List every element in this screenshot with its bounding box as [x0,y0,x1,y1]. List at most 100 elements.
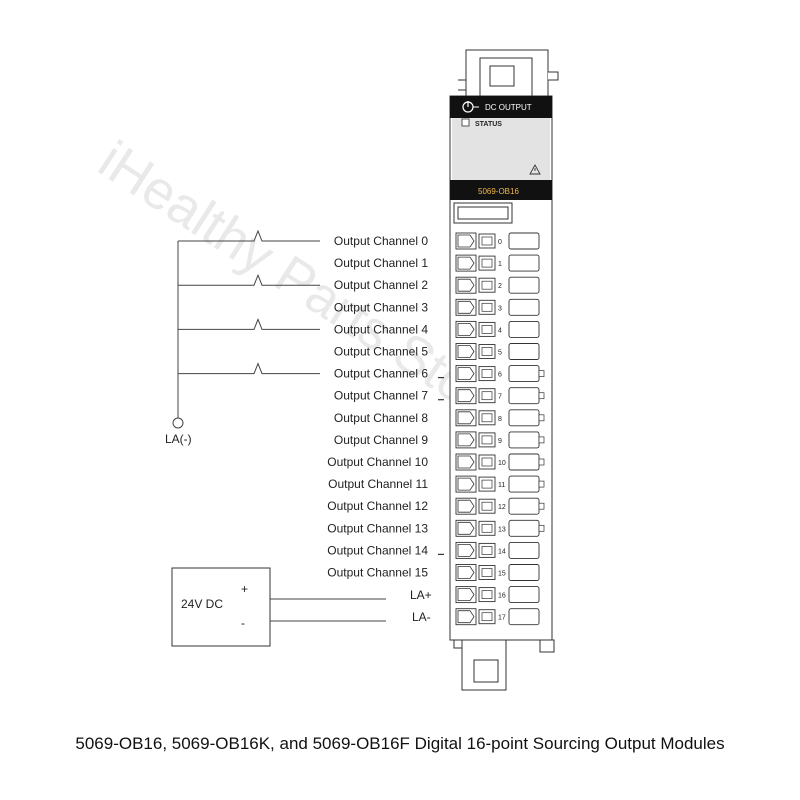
terminal-number: 15 [498,571,506,578]
channel-label: Output Channel 11 [328,477,428,491]
terminal-screw [478,277,496,293]
channel-label: Output Channel 14 [327,543,428,557]
channel-label: Output Channel 5 [334,345,428,359]
terminal-row: 2 [455,276,540,294]
status-panel [452,118,550,180]
terminal-number: 12 [498,504,506,511]
terminal-row: 10 [455,453,545,471]
terminal-screw [478,542,496,558]
status-label: STATUS [475,121,502,128]
channel-wiring [178,229,320,375]
power-icon [462,101,479,113]
terminal-row: 17 [455,608,540,626]
terminal-release [508,320,540,338]
terminal-number: 5 [498,350,502,357]
channel-label: Output Channel 4 [334,322,428,336]
figure-caption: 5069-OB16, 5069-OB16K, and 5069-OB16F Di… [75,734,725,753]
channel-label: Output Channel 0 [334,234,428,248]
power-supply-label: 24V DC [181,597,223,611]
channel-load-wire [178,229,320,242]
terminal-row: 4 [455,320,540,338]
channel-label: Output Channel 7 [334,389,428,403]
terminal-row: 8 [455,409,545,427]
module-type-label: DC OUTPUT [485,103,532,112]
status-indicator [461,118,470,127]
channel-label: Output Channel 10 [327,455,428,469]
terminal-release [508,586,540,604]
power-supply-minus: - [241,616,245,630]
warning-triangle-icon [529,164,541,175]
channel-label: Output Channel 15 [327,566,428,580]
terminal-row: 12 [455,497,545,515]
terminal-screw [478,609,496,625]
terminal-release [508,497,540,515]
la-minus-label: LA- [412,610,431,624]
power-supply-plus: + [241,582,248,596]
terminal-release [508,232,540,250]
terminal-release [508,276,540,294]
terminal-release [508,519,540,537]
terminal-release [508,387,540,405]
catalog-label-bar [450,180,552,200]
terminal-row: 15 [455,564,540,581]
terminal-row: 3 [455,298,540,316]
channel-label: Output Channel 9 [334,433,428,447]
terminal-release [508,453,540,471]
terminal-number: 1 [498,261,502,268]
terminal-screw [478,299,496,315]
terminal-number: 3 [498,305,502,312]
channel-label: Output Channel 6 [334,367,428,381]
module-header [450,96,552,118]
terminal-number: 8 [498,416,502,423]
terminal-number: 14 [498,548,506,555]
terminal-release [508,541,540,559]
terminal-screw [478,321,496,337]
terminal-number: 4 [498,327,502,334]
terminal-release [508,475,540,493]
terminal-screw [478,432,496,448]
channel-label: Output Channel 12 [327,499,428,513]
terminal-screw [478,410,496,426]
channel-label: Output Channel 3 [334,300,428,314]
terminal-screw [478,388,496,404]
common-label: LA(-) [165,432,192,446]
terminal-number: 0 [498,239,502,246]
terminal-screw [478,454,496,470]
io-module: DC OUTPUT STATUS 5069-OB16 0123456789101… [449,49,559,691]
terminal-number: 10 [498,460,506,467]
channel-load-wire [178,273,320,286]
terminal-row: 9 [455,431,545,449]
terminal-row: 1 [455,254,540,272]
terminal-row: 16 [455,586,540,604]
terminal-release [508,343,540,360]
terminal-release [508,431,540,449]
terminal-release [508,254,540,272]
terminal-number: 7 [498,394,502,401]
terminal-screw [478,366,496,382]
terminal-number: 16 [498,593,506,600]
la-plus-label: LA+ [410,588,432,602]
channel-load-wire [178,362,320,375]
channel-load-wire [178,318,320,330]
terminal-release [508,564,540,581]
power-supply-box [171,567,271,647]
catalog-number: 5069-OB16 [478,187,519,196]
terminal-row: 7 [455,387,545,405]
terminal-number: 9 [498,438,502,445]
terminal-screw [478,498,496,514]
terminal-number: 11 [498,482,505,489]
channel-label: Output Channel 1 [334,256,428,270]
terminal-row: 11 [455,475,545,493]
terminal-number: 13 [498,526,506,533]
terminal-number: 2 [498,283,502,290]
terminal-screw [478,587,496,603]
terminal-screw [478,520,496,536]
channel-labels: Output Channel 0 Output Channel 1 Output C… [327,234,444,580]
terminal-row: 5 [455,343,540,360]
terminal-screw [478,476,496,492]
terminal-row: 13 [455,519,545,537]
channel-label: Output Channel 2 [334,278,428,292]
terminal-release [508,365,540,383]
terminal-screw [478,255,496,271]
